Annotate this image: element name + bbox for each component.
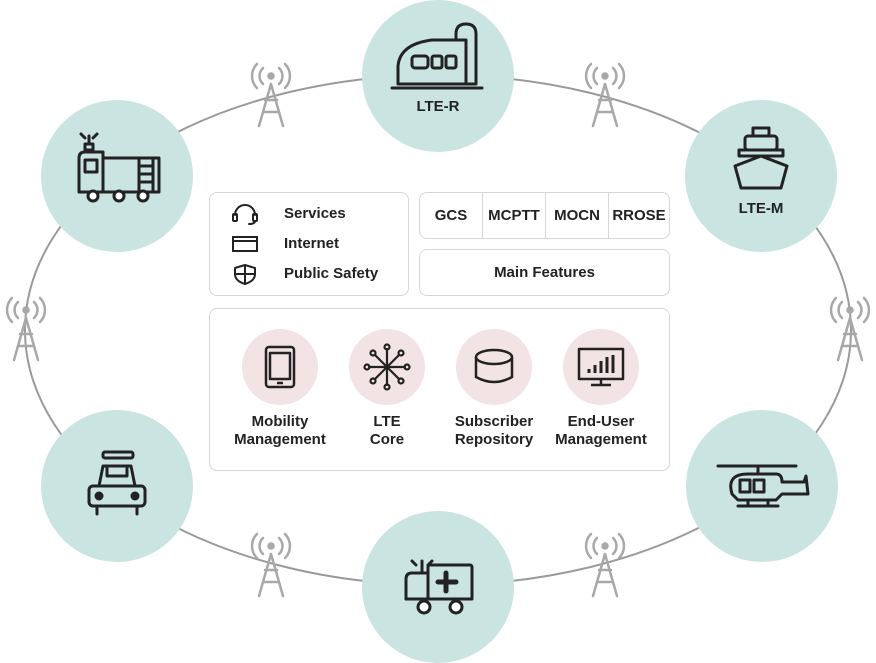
node-fire-truck [41, 100, 193, 252]
cell-tower-icon [829, 296, 871, 362]
public-safety-label: Public Safety [284, 265, 379, 282]
core-label-line1: Mobility [251, 413, 309, 430]
tablet-icon [264, 345, 296, 389]
core-label-line2: Core [369, 431, 405, 448]
core-label-line1: LTE [373, 413, 401, 430]
internet-label: Internet [284, 235, 340, 252]
feature-mcptt: MCPTT [483, 193, 546, 238]
main-features-title: Main Features [494, 264, 595, 281]
main-features-panel: Main Features [419, 249, 670, 296]
network-hub-icon [363, 343, 411, 391]
cell-tower-icon [250, 532, 292, 598]
node-label: LTE-R [416, 98, 460, 115]
ship-icon [733, 126, 789, 190]
feature-gcs: GCS [420, 193, 483, 238]
core-label-line2: Repository [454, 431, 534, 448]
core-circle [563, 329, 639, 405]
core-label-line2: Management [555, 431, 647, 448]
feature-mocn: MOCN [546, 193, 609, 238]
core-label-line1: Subscriber [454, 413, 534, 430]
core-circle [242, 329, 318, 405]
headset-icon [232, 204, 258, 225]
services-label: Services [284, 205, 346, 222]
police-car-icon [87, 450, 147, 516]
fire-truck-icon [77, 132, 161, 203]
node-police-car [41, 410, 193, 562]
cell-tower-icon [5, 296, 47, 362]
features-panel: GCS MCPTT MOCN RROSE [419, 192, 670, 239]
services-panel: Services Internet Public Safety [209, 192, 409, 296]
core-circle [456, 329, 532, 405]
browser-window-icon [232, 236, 258, 252]
core-circle [349, 329, 425, 405]
cell-tower-icon [584, 532, 626, 598]
cell-tower-icon [584, 62, 626, 128]
node-helicopter [686, 410, 838, 562]
monitor-chart-icon [577, 347, 625, 387]
helicopter-icon [716, 464, 810, 508]
core-label-line1: End-User [567, 413, 635, 430]
ambulance-icon [404, 559, 474, 615]
node-ambulance [362, 511, 514, 663]
node-ship: LTE-M [685, 100, 837, 252]
node-train: LTE-R [362, 0, 514, 152]
node-label: LTE-M [738, 200, 784, 217]
feature-rrose: RROSE [612, 207, 666, 224]
database-icon [474, 348, 514, 384]
core-panel: Mobility Management LTE Core [209, 308, 670, 471]
train-icon [390, 22, 484, 90]
cell-tower-icon [250, 62, 292, 128]
core-label-line2: Management [234, 431, 326, 448]
shield-icon [234, 264, 256, 285]
